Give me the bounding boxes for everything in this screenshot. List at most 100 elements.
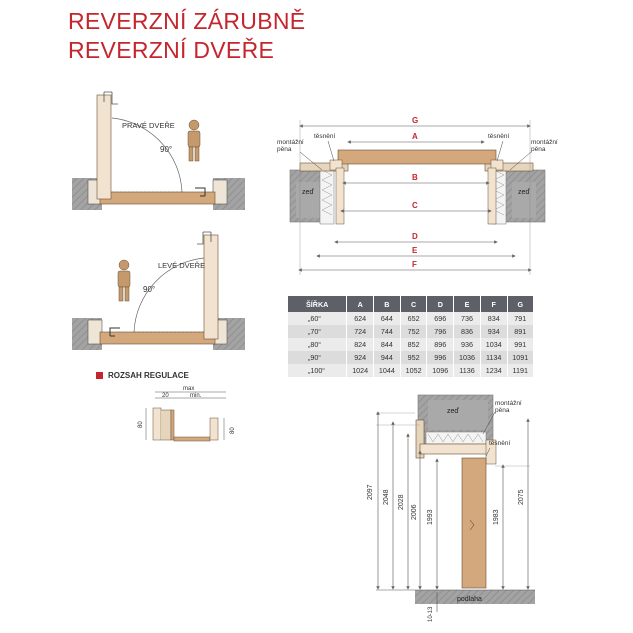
table-cell: „80“ xyxy=(286,338,347,351)
dim-2006: 2006 xyxy=(411,504,418,520)
table-cell: 1136 xyxy=(453,364,481,377)
regulation-title: ROZSAH REGULACE xyxy=(108,371,189,380)
seal-label-right: těsnění xyxy=(488,133,510,140)
table-cell: 936 xyxy=(453,338,481,351)
table-cell: „70“ xyxy=(286,325,347,338)
table-row: „70“ 724 744 752 796 836 934 891 xyxy=(286,325,533,338)
table-cell: 924 xyxy=(346,351,374,364)
right-door-label: PRAVÉ DVEŘE xyxy=(122,121,175,130)
table-cell: 1234 xyxy=(479,364,508,377)
floor-label: podlaha xyxy=(457,596,482,603)
dim-G: G xyxy=(412,116,418,125)
table-header: A xyxy=(346,296,374,312)
table-cell: 944 xyxy=(373,351,401,364)
dim-2075: 2075 xyxy=(518,489,525,505)
right-door-plan: PRAVÉ DVEŘE 90° xyxy=(72,91,245,210)
vertical-section: zeď podlaha 2097 2048 2028 2006 1993 198… xyxy=(367,394,535,622)
table-cell: 844 xyxy=(373,338,401,351)
table-cell: „90“ xyxy=(286,351,347,364)
dim-1983: 1983 xyxy=(493,509,500,525)
table-cell: 891 xyxy=(506,325,533,338)
dimension-table: ŠÍŘKA A B C D E F G „60“ 624 644 652 696… xyxy=(286,296,533,377)
table-cell: 1134 xyxy=(479,351,508,364)
table-cell: 736 xyxy=(453,312,481,325)
table-cell: 934 xyxy=(479,325,508,338)
table-header: B xyxy=(373,296,401,312)
reg-80-left: 80 xyxy=(138,421,144,428)
table-header: E xyxy=(453,296,481,312)
dim-F: F xyxy=(412,260,417,269)
table-cell: 1034 xyxy=(479,338,508,351)
table-cell: 752 xyxy=(399,325,427,338)
left-door-plan: LEVÉ DVEŘE 90° xyxy=(72,231,245,350)
table-header: ŠÍŘKA xyxy=(286,296,347,312)
reg-20-label: 20 xyxy=(162,393,169,399)
table-cell: 1096 xyxy=(426,364,454,377)
dim-2097: 2097 xyxy=(367,484,374,500)
table-cell: 744 xyxy=(373,325,401,338)
table-cell: 952 xyxy=(399,351,427,364)
wall-label-right: zeď xyxy=(518,189,530,196)
table-header: F xyxy=(479,296,508,312)
table-header-row: ŠÍŘKA A B C D E F G xyxy=(286,296,533,312)
table-cell: „60“ xyxy=(286,312,347,325)
dim-D: D xyxy=(412,232,418,241)
table-cell: 896 xyxy=(426,338,454,351)
dim-2048: 2048 xyxy=(383,489,390,505)
dim-A: A xyxy=(412,132,418,141)
table-cell: 624 xyxy=(346,312,374,325)
table-cell: 852 xyxy=(399,338,427,351)
table-cell: 824 xyxy=(346,338,374,351)
table-cell: 834 xyxy=(479,312,508,325)
wall-label-left: zeď xyxy=(302,189,314,196)
dim-C: C xyxy=(412,201,418,210)
seal-label-vertical: těsnění xyxy=(489,440,511,447)
dim-2028: 2028 xyxy=(398,494,405,510)
reg-80-right: 80 xyxy=(230,427,236,434)
title-line-2: REVERZNÍ DVEŘE xyxy=(68,37,275,63)
left-door-angle: 90° xyxy=(143,285,155,294)
table-cell: „100“ xyxy=(286,364,347,377)
table-cell: 996 xyxy=(426,351,454,364)
table-cell: 724 xyxy=(346,325,374,338)
table-row: „80“ 824 844 852 896 936 1034 991 xyxy=(286,338,533,351)
table-cell: 791 xyxy=(506,312,533,325)
dim-E: E xyxy=(412,246,418,255)
table-cell: 836 xyxy=(453,325,481,338)
table-cell: 1052 xyxy=(399,364,427,377)
regulation-detail: max 20 min. 80 80 xyxy=(138,386,236,442)
table-cell: 1024 xyxy=(346,364,374,377)
table-header: D xyxy=(426,296,454,312)
reg-max-label: max xyxy=(183,386,194,392)
title-line-1: REVERZNÍ ZÁRUBNĚ xyxy=(68,8,306,34)
wall-label-vertical: zeď xyxy=(447,408,459,415)
table-row: „60“ 624 644 652 696 736 834 791 xyxy=(286,312,533,325)
table-cell: 1036 xyxy=(453,351,481,364)
table-row: „100“ 1024 1044 1052 1096 1136 1234 1191 xyxy=(286,364,533,377)
table-cell: 652 xyxy=(399,312,427,325)
right-door-angle: 90° xyxy=(160,145,172,154)
table-cell: 644 xyxy=(373,312,401,325)
table-cell: 796 xyxy=(426,325,454,338)
red-square-icon xyxy=(96,372,103,379)
left-door-label: LEVÉ DVEŘE xyxy=(158,261,205,270)
table-cell: 1191 xyxy=(506,364,533,377)
table-cell: 1091 xyxy=(506,351,533,364)
table-header: G xyxy=(506,296,533,312)
table-cell: 1044 xyxy=(373,364,401,377)
dim-1993: 1993 xyxy=(427,509,434,525)
table-cell: 991 xyxy=(506,338,533,351)
regulation-heading: ROZSAH REGULACE xyxy=(96,371,189,380)
reg-min-label: min. xyxy=(190,393,202,399)
table-cell: 696 xyxy=(426,312,454,325)
dim-gap: 10-13 xyxy=(428,606,434,622)
table-row: „90“ 924 944 952 996 1036 1134 1091 xyxy=(286,351,533,364)
table-header: C xyxy=(399,296,427,312)
dim-B: B xyxy=(412,173,418,182)
seal-label-left: těsnění xyxy=(314,133,336,140)
